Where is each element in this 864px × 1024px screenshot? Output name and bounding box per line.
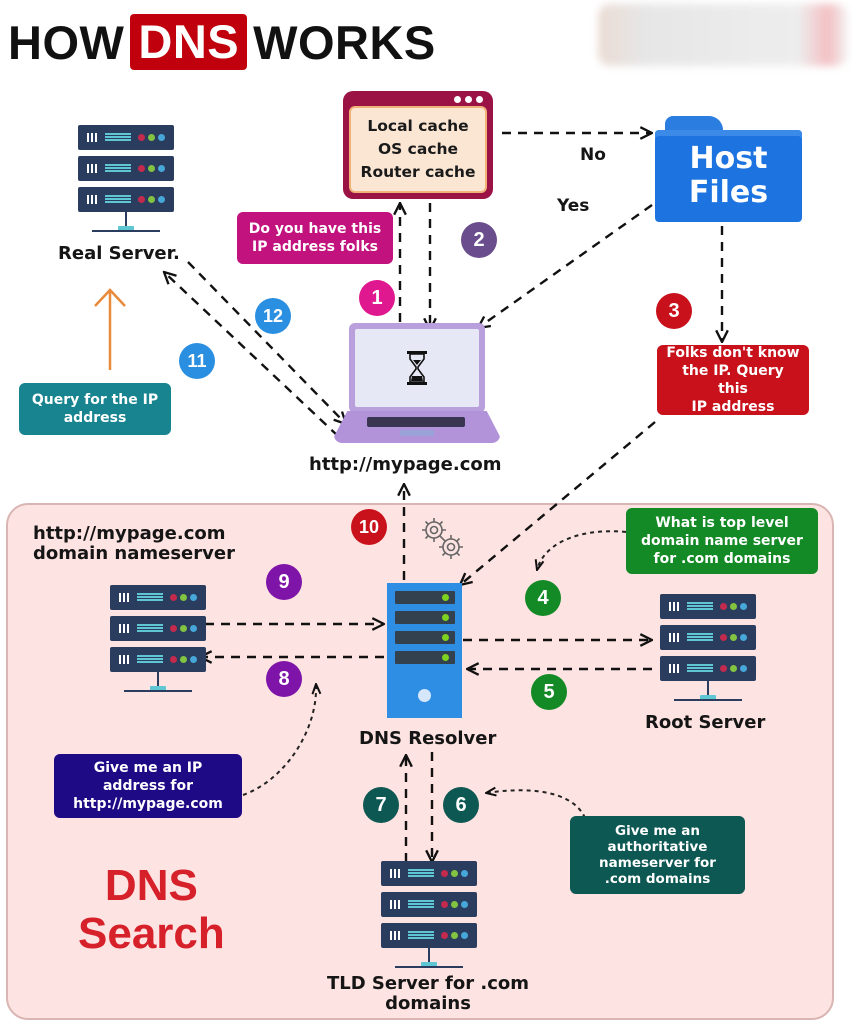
cache-router: Router cache xyxy=(360,163,476,181)
callout-query-ip-line1: Query for the IP xyxy=(31,392,159,408)
tld-server-label-line2: domains xyxy=(385,993,471,1014)
callout-give-ip-line1: Give me an IP xyxy=(93,760,203,776)
callout-auth-line1: Give me an xyxy=(614,823,700,839)
arrow-yes xyxy=(478,204,653,328)
title-suffix: WORKS xyxy=(253,15,436,69)
tld-server-icon xyxy=(381,861,477,974)
step-badge-4: 4 xyxy=(525,580,561,616)
callout-tld-line2: domain name server xyxy=(641,533,803,549)
tld-server-label-line1: TLD Server for .com xyxy=(326,973,530,994)
step-badge-10: 10 xyxy=(351,509,387,545)
title-prefix: HOW xyxy=(8,15,125,69)
callout-tld-line1: What is top level xyxy=(655,515,789,531)
step-badge-1: 1 xyxy=(359,280,395,316)
tld-server-label: TLD Server for .com domains xyxy=(320,974,536,1014)
callout-give-ip: Give me an IP address for http://mypage.… xyxy=(54,754,242,818)
callout-auth-line3: nameserver for xyxy=(599,855,716,871)
real-server-label: Real Server. xyxy=(58,243,180,264)
root-server-label: Root Server xyxy=(645,712,766,733)
label-no: No xyxy=(580,145,606,165)
step-badge-8: 8 xyxy=(266,661,302,697)
cache-os: OS cache xyxy=(377,140,459,158)
real-server-icon xyxy=(78,125,174,238)
callout-auth-line4: .com domains xyxy=(604,871,711,887)
callout-query-ip-line2: address xyxy=(63,410,127,426)
callout-folks-dont-know: Folks don't know the IP. Query this IP a… xyxy=(657,345,809,415)
dns-resolver-label: DNS Resolver xyxy=(359,728,497,749)
hourglass-icon xyxy=(407,351,427,385)
cache-window: Local cache OS cache Router cache xyxy=(343,91,493,199)
domain-nameserver-icon xyxy=(110,585,206,698)
dns-search-title-line2: Search xyxy=(78,909,225,958)
step-badge-2: 2 xyxy=(461,222,497,258)
cache-local: Local cache xyxy=(367,117,469,135)
root-server-icon xyxy=(660,594,756,707)
step-badge-12: 12 xyxy=(255,298,291,334)
domain-nameserver-label: http://mypage.com domain nameserver xyxy=(33,524,235,564)
callout-give-ip-line2: address for xyxy=(102,778,194,794)
cache-list: Local cache OS cache Router cache xyxy=(349,106,487,193)
callout-ask-folks-line1: Do you have this xyxy=(248,221,382,237)
gears-icon xyxy=(422,518,463,559)
host-files-line2: Files xyxy=(688,175,769,210)
window-dots-icon xyxy=(454,96,483,103)
page-title: HOW DNS WORKS xyxy=(8,14,436,70)
domain-nameserver-label-line1: http://mypage.com xyxy=(33,523,226,544)
client-laptop-icon xyxy=(334,323,500,445)
client-url[interactable]: http://mypage.com xyxy=(309,454,502,475)
callout-ask-folks: Do you have this IP address folks xyxy=(237,212,393,264)
step-badge-11: 11 xyxy=(179,343,215,379)
blurred-brand-logo xyxy=(598,4,848,66)
step-badge-6: 6 xyxy=(443,787,479,823)
step-badge-3: 3 xyxy=(656,293,692,329)
dns-search-title-line1: DNS xyxy=(104,861,198,910)
dns-resolver-icon xyxy=(387,583,462,718)
step-badge-9: 9 xyxy=(266,564,302,600)
arrow-step-12 xyxy=(187,261,346,424)
host-files-line1: Host xyxy=(689,141,768,176)
callout-folks-line3: IP address xyxy=(691,399,775,415)
label-yes: Yes xyxy=(557,196,590,216)
callout-query-ip: Query for the IP address xyxy=(19,383,171,435)
host-files-folder-icon: Host Files xyxy=(655,116,802,222)
callout-give-ip-line3: http://mypage.com xyxy=(73,796,223,812)
step-badge-5: 5 xyxy=(531,674,567,710)
callout-auth-line2: authoritative xyxy=(607,839,708,855)
callout-tld-question: What is top level domain name server for… xyxy=(626,508,818,574)
dns-search-title: DNS Search xyxy=(78,862,225,958)
step-badge-7: 7 xyxy=(363,787,399,823)
callout-authoritative: Give me an authoritative nameserver for … xyxy=(570,816,745,894)
callout-tld-line3: for .com domains xyxy=(653,551,791,567)
title-highlight: DNS xyxy=(130,14,248,70)
callout-ask-folks-line2: IP address folks xyxy=(252,239,378,255)
domain-nameserver-label-line2: domain nameserver xyxy=(33,543,235,564)
callout-folks-line2: the IP. Query this xyxy=(682,363,784,397)
callout-folks-line1: Folks don't know xyxy=(666,345,800,361)
